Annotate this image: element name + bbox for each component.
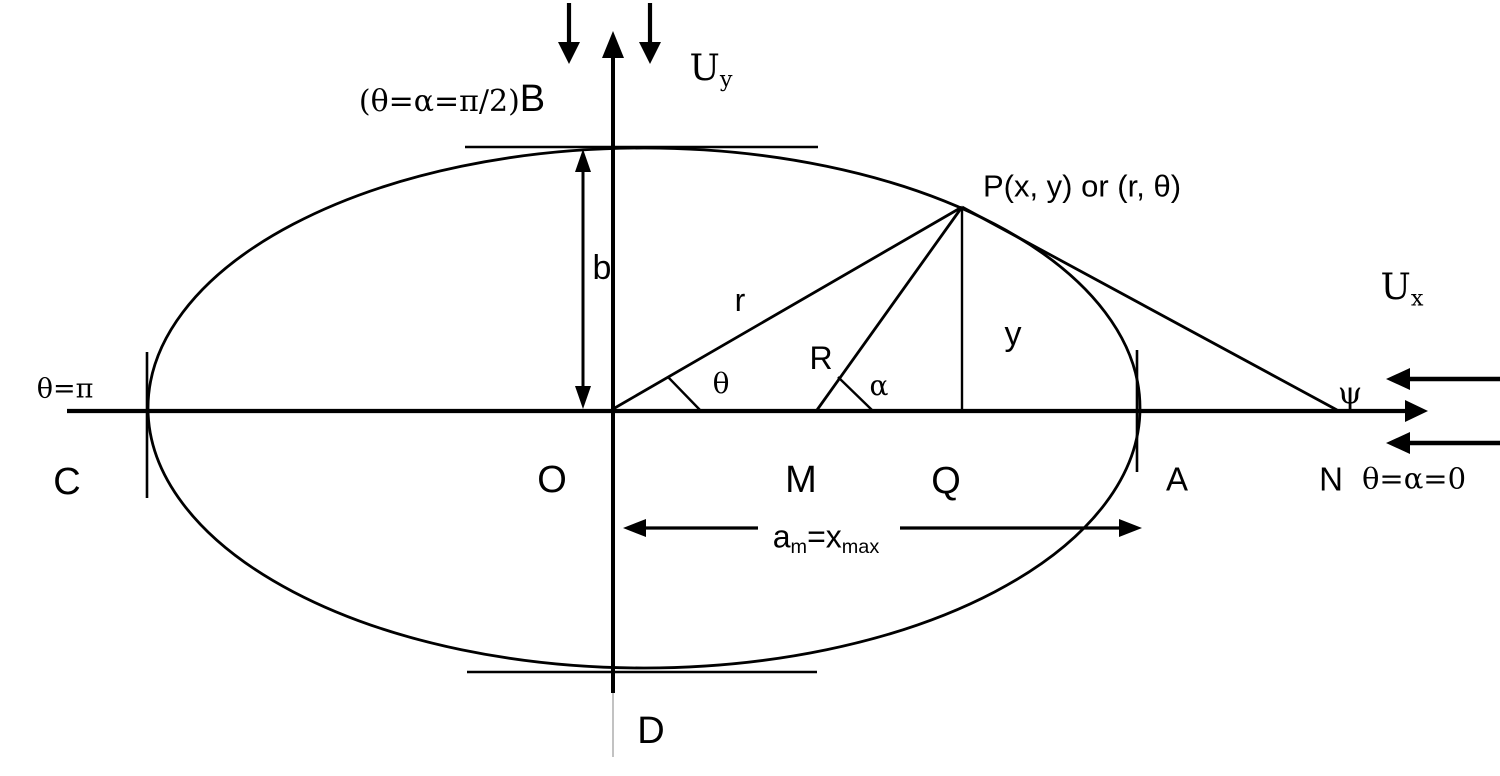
ux-flow-arrows xyxy=(1386,368,1500,454)
label-uy-sub: y xyxy=(719,66,733,93)
am-dimension-arrow xyxy=(623,519,1142,537)
label-angle-theta: θ xyxy=(712,367,730,400)
label-am-eq: =x xyxy=(807,518,842,555)
label-semi-minor-b: b xyxy=(592,249,612,287)
b-dimension-arrowhead-down-icon xyxy=(575,386,591,409)
label-point-c: C xyxy=(53,461,81,503)
label-point-n: N xyxy=(1319,460,1343,498)
label-am-base: a xyxy=(772,518,791,555)
theta-angle-chord xyxy=(667,376,701,411)
label-radius-r: r xyxy=(734,282,746,318)
label-vertex-b-condition: (θ=α=π/2)B xyxy=(359,80,545,118)
am-dimension-arrowhead-left-icon xyxy=(623,519,646,537)
b-dimension-arrow xyxy=(575,149,591,409)
label-point-a: A xyxy=(1165,460,1189,498)
x-axis-arrowhead-icon xyxy=(1405,400,1428,422)
label-theta-pi: θ=π xyxy=(36,373,94,405)
radius-cap-r-line xyxy=(815,206,964,411)
label-uy: Uy xyxy=(690,51,733,91)
ellipse-outline xyxy=(146,146,1142,670)
label-ux-sub: x xyxy=(1410,285,1424,312)
b-dimension-arrowhead-up-icon xyxy=(575,149,591,172)
label-point-o: O xyxy=(537,459,567,501)
label-angle-psi: ψ xyxy=(1337,375,1363,412)
label-vertex-b-prefix: (θ=α=π/2) xyxy=(358,84,520,119)
uy-flow-arrow-right-head-icon xyxy=(639,42,661,64)
label-point-p: P(x, y) or (r, θ) xyxy=(982,168,1182,204)
label-ux-base: U xyxy=(1380,267,1411,309)
label-uy-base: U xyxy=(689,48,720,90)
tangent-pn-line xyxy=(961,205,1338,412)
label-major-axis-am-xmax: am=xmax xyxy=(773,520,879,557)
uy-flow-arrow-left-head-icon xyxy=(558,42,580,64)
label-ux: Ux xyxy=(1381,270,1424,310)
ux-flow-arrow-lower-head-icon xyxy=(1386,432,1410,454)
label-point-q: Q xyxy=(931,460,961,502)
label-point-m: M xyxy=(785,459,817,501)
radius-r-line xyxy=(612,205,963,411)
label-point-d: D xyxy=(637,710,665,752)
y-axis-arrowhead-icon xyxy=(602,31,624,58)
label-angle-alpha: α xyxy=(869,369,889,402)
label-theta-alpha-zero: θ=α=0 xyxy=(1361,461,1467,496)
label-am-base-sub: m xyxy=(790,535,808,558)
label-radius-cap-r: R xyxy=(809,340,833,376)
uy-flow-arrows xyxy=(558,3,661,64)
label-vertex-b: B xyxy=(519,78,546,120)
am-dimension-arrowhead-right-icon xyxy=(1119,519,1142,537)
label-ordinate-y: y xyxy=(1004,315,1022,353)
alpha-angle-chord xyxy=(837,376,873,411)
label-am-eq-sub: max xyxy=(841,535,880,558)
ux-flow-arrow-upper-head-icon xyxy=(1386,368,1410,390)
